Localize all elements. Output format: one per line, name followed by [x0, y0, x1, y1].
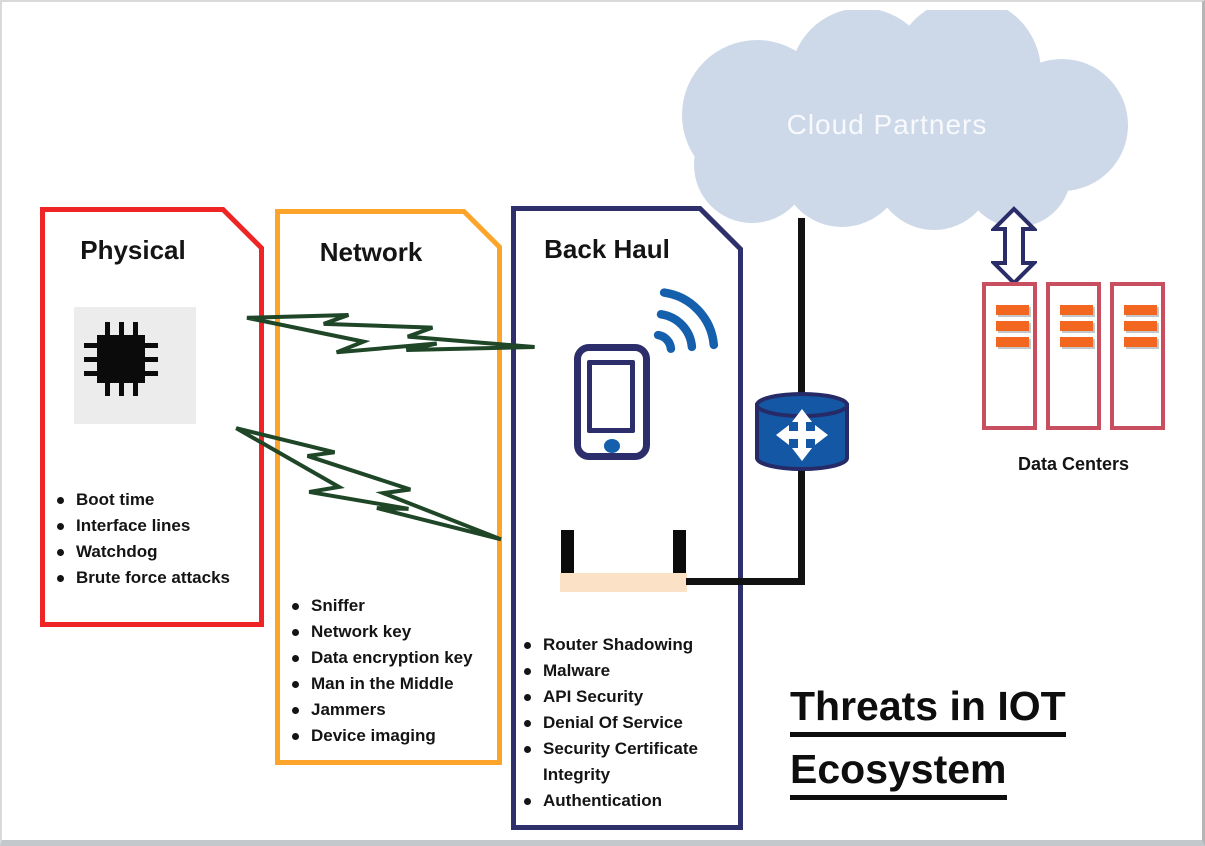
- panel-network-title: Network: [319, 237, 423, 267]
- list-item: Brute force attacks: [53, 565, 258, 591]
- diagram-title: Threats in IOT Ecosystem: [790, 686, 1110, 812]
- four-way-arrow-icon: [776, 409, 828, 461]
- chip-icon: [74, 307, 196, 424]
- list-item: Malware: [520, 658, 732, 684]
- list-item: Jammers: [288, 697, 500, 723]
- list-item: Denial Of Service: [520, 710, 732, 736]
- physical-threat-list: Boot time Interface lines Watchdog Brute…: [53, 487, 258, 591]
- server-rack: [1110, 282, 1165, 430]
- list-item: Authentication: [520, 788, 732, 814]
- panel-backhaul: Back Haul Router Shadowing Malware API S…: [511, 206, 743, 830]
- panel-backhaul-border: [511, 206, 743, 830]
- lightning-bolt-icon: [239, 301, 539, 385]
- network-switch-icon: [755, 392, 849, 471]
- server-rack: [1046, 282, 1101, 430]
- panel-backhaul-title: Back Haul: [544, 234, 670, 264]
- panel-physical: Physical Boot time Interface lines Watch…: [40, 207, 264, 627]
- rack-led-bar: [1124, 321, 1157, 331]
- diagram-title-line2: Ecosystem: [790, 749, 1007, 800]
- list-item: Device imaging: [288, 723, 500, 749]
- rack-led-bar: [1060, 321, 1093, 331]
- smartphone-icon: [574, 344, 650, 460]
- rack-led-bar: [996, 337, 1029, 347]
- panel-physical-title: Physical: [80, 235, 186, 265]
- rack-led-bar: [1060, 337, 1093, 347]
- wifi-signal-icon: [653, 288, 719, 353]
- backhaul-threat-list: Router Shadowing Malware API Security De…: [520, 632, 732, 814]
- list-item: Data encryption key: [288, 645, 500, 671]
- network-threat-list: Sniffer Network key Data encryption key …: [288, 593, 500, 749]
- rack-led-bar: [996, 305, 1029, 315]
- up-down-arrow-icon: [991, 206, 1037, 286]
- list-item: API Security: [520, 684, 732, 710]
- rack-led-bar: [1124, 337, 1157, 347]
- lightning-bolt-icon: [216, 409, 511, 582]
- rack-led-bar: [1060, 305, 1093, 315]
- list-item: Security Certificate Integrity: [520, 736, 732, 788]
- router-to-cloud-line: [686, 578, 805, 585]
- data-centers-label: Data Centers: [1017, 454, 1130, 474]
- diagram-title-line1: Threats in IOT: [790, 686, 1066, 737]
- list-item: Sniffer: [288, 593, 500, 619]
- rack-led-bar: [996, 321, 1029, 331]
- list-item: Watchdog: [53, 539, 258, 565]
- list-item: Interface lines: [53, 513, 258, 539]
- rack-led-bar: [1124, 305, 1157, 315]
- cloud-shape: Cloud Partners: [682, 10, 1128, 230]
- list-item: Router Shadowing: [520, 632, 732, 658]
- list-item: Network key: [288, 619, 500, 645]
- cloud-label: Cloud Partners: [787, 109, 988, 140]
- list-item: Man in the Middle: [288, 671, 500, 697]
- list-item: Boot time: [53, 487, 258, 513]
- server-rack: [982, 282, 1037, 430]
